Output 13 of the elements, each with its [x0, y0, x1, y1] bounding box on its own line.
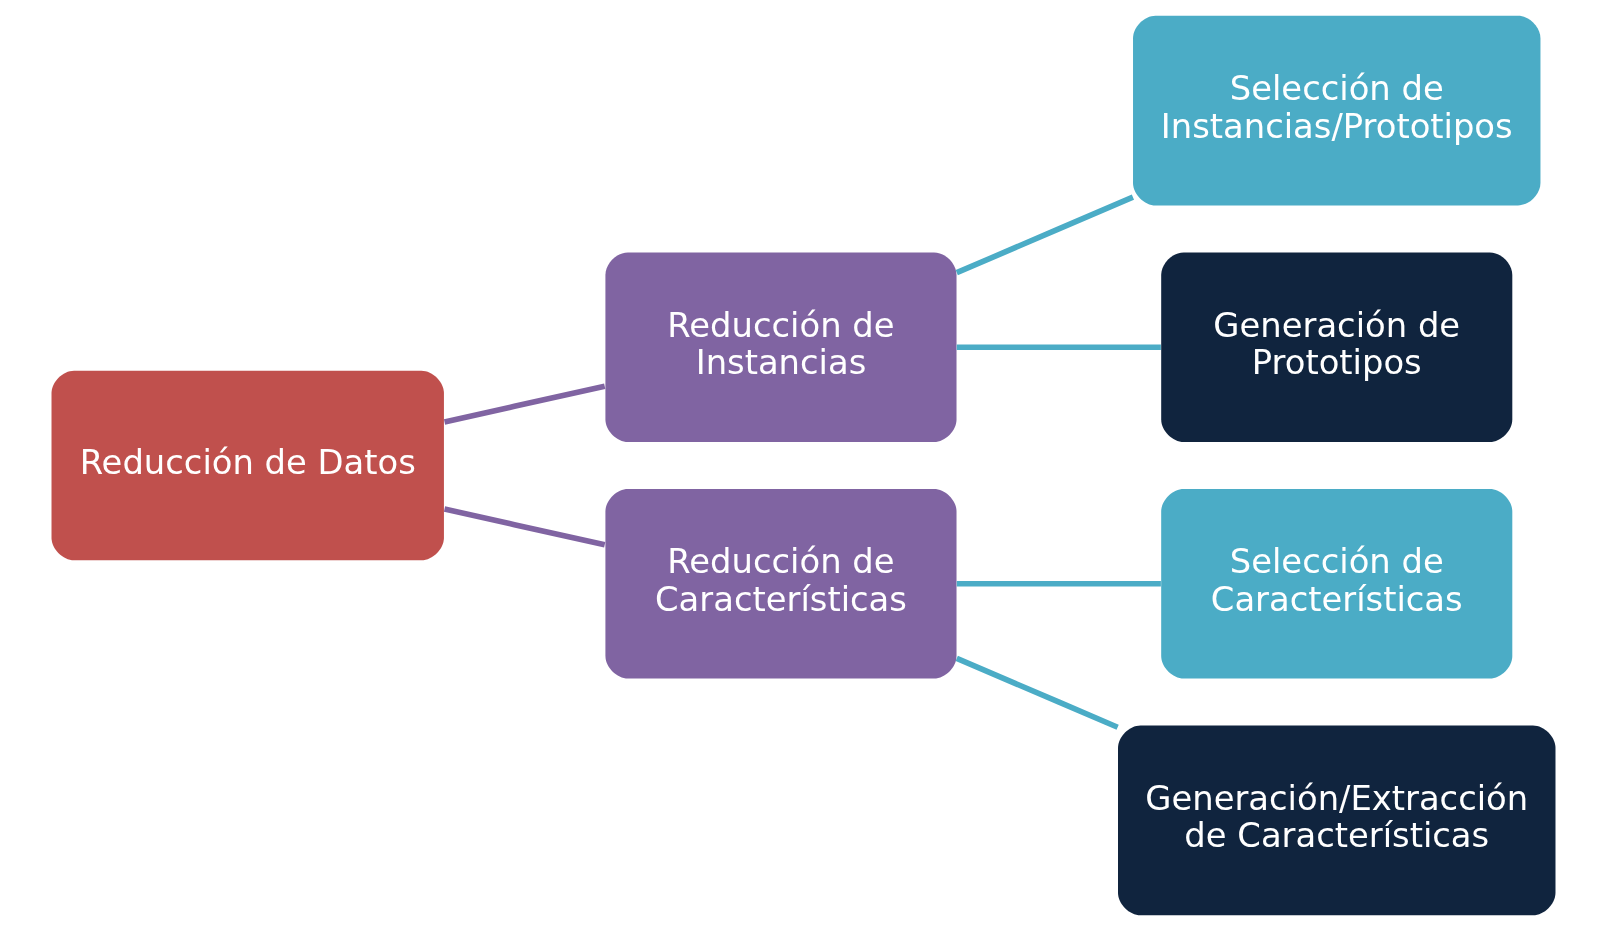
connector	[956, 344, 1161, 351]
connector	[955, 194, 1134, 276]
connector	[443, 506, 605, 548]
connector	[955, 655, 1119, 730]
node-box: Reducción de Instancias	[604, 252, 957, 443]
node-box: Reducción de Características	[604, 488, 957, 679]
node-box: Generación de Prototipos	[1160, 252, 1512, 443]
connector	[956, 580, 1161, 587]
connector	[443, 383, 605, 425]
node-box: Selección de Características	[1160, 488, 1512, 679]
node-box: Generación/Extracción de Características	[1117, 725, 1555, 916]
node-box: Selección de Instancias/Prototipos	[1132, 15, 1540, 206]
node-box: Reducción de Datos	[51, 370, 444, 561]
